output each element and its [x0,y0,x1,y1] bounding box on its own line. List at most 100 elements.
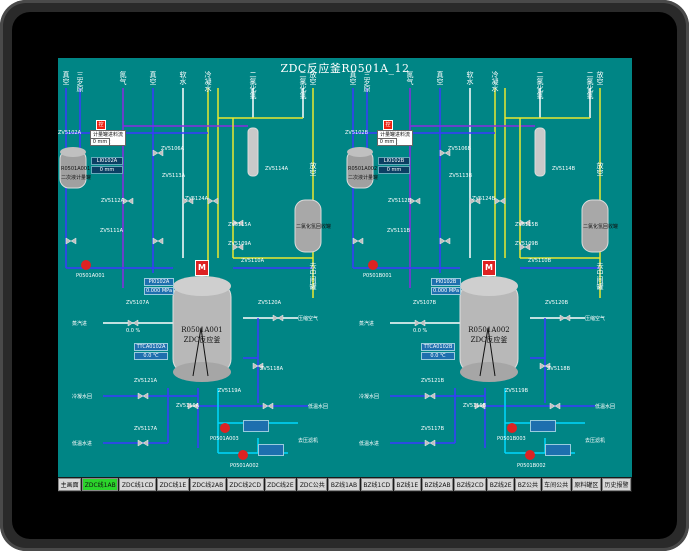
level-indicator-value: 0 mm [378,166,410,174]
pressure-tag: PI0102A [144,278,174,286]
tab-bz-line1-e[interactable]: BZ线1E [393,478,421,491]
tab-zdc-line2-cd[interactable]: ZDC线2CD [226,478,264,491]
valve-zv5110[interactable]: ZV5110A [241,258,264,264]
chilled-water-in-label: 低温水进 [72,441,93,447]
input-label-softwater: 软水 [466,71,474,86]
compressed-air-label: 压缩空气 [298,316,319,322]
temperature-value: 0.0 ℃ [421,352,455,360]
valve-zv5106[interactable]: ZV5106B [448,146,472,152]
pressure-value: 0.000 MPa [144,287,174,295]
valve-zv5116[interactable]: ZV5116A [176,403,199,409]
valve-zv5113[interactable]: ZV5113B [449,173,473,179]
reactor-unit-right: 真空 三岁原 氮气 真空 软水 冷凝水 二氯化氢 二氯化氢 放空 控 计量罐进料… [345,58,632,476]
valve-zv5111[interactable]: ZV5111A [100,228,123,234]
tab-zdc-line2-ab[interactable]: ZDC线2AB [189,478,226,491]
tank1-id: R0501A002 [348,166,378,172]
valve-zv5107[interactable]: ZV5107B [413,300,437,306]
tab-main[interactable]: 主画面 [58,478,82,491]
tab-workshop-common[interactable]: 车间公共 [541,478,571,491]
input-label-vacuum2: 真空 [436,71,444,86]
agitator-motor-icon[interactable]: M [195,260,209,276]
input-label-raw: 三岁原 [363,71,371,93]
flow-value: 0.0 % [126,328,141,334]
input-label-vacuum: 真空 [62,71,70,86]
valve-zv5112[interactable]: ZV5112B [388,198,412,204]
input-label-vacuum: 真空 [349,71,357,86]
temperature-tag: TTCA0102A [134,343,168,351]
tank1-control-button[interactable]: 控 [96,120,106,130]
to-intermediate-tank-label: 去中间罐 [309,262,317,291]
pump3-id: P0501A002 [230,463,259,469]
tab-raw-material-tank-area[interactable]: 原料罐区 [571,478,601,491]
tab-bz-line1-cd[interactable]: BZ线1CD [360,478,393,491]
valve-zv5119[interactable]: ZV5119A [218,388,241,394]
valve-zv5114[interactable]: ZV5114A [265,166,288,172]
valve-zv5113[interactable]: ZV5113A [162,173,185,179]
valve-zv5115[interactable]: ZV5115B [515,222,539,228]
pump3-id: P0501B002 [517,463,546,469]
valve-zv5115[interactable]: ZV5115A [228,222,251,228]
tab-zdc-line2-e[interactable]: ZDC线2E [264,478,297,491]
valve-zv5124[interactable]: ZV5124A [185,196,208,202]
tab-zdc-line1-e[interactable]: ZDC线1E [157,478,189,491]
scada-screen: ZDC反应釜R0501A_12 [58,58,632,492]
valve-zv5114[interactable]: ZV5114B [552,166,576,172]
valve-zv5117[interactable]: ZV5117A [134,426,157,432]
pressure-value: 0.000 MPa [431,287,461,295]
level-indicator-tag: LI0102B [378,157,410,165]
tab-bz-line2-e[interactable]: BZ线2E [487,478,515,491]
valve-zv5119[interactable]: ZV5119B [505,388,529,394]
valve-zv5121[interactable]: ZV5121A [134,378,157,384]
tab-zdc-line1-cd[interactable]: ZDC线1CD [119,478,157,491]
valve-zv5116[interactable]: ZV5116B [463,403,487,409]
valve-zv5111[interactable]: ZV5111B [387,228,411,234]
pump2-status-box [545,444,571,456]
tank1-name: 二次液计量罐 [348,175,379,181]
input-label-condensate: 冷凝水 [204,71,212,93]
tab-zdc-common[interactable]: ZDC公共 [297,478,328,491]
tank1-control-button[interactable]: 控 [383,120,393,130]
input-label-softwater: 软水 [179,71,187,86]
valve-zv5109[interactable]: ZV5109B [515,241,539,247]
valve-zv5124[interactable]: ZV5124B [472,196,496,202]
valve-zv5121[interactable]: ZV5121B [421,378,445,384]
valve-zv5102[interactable]: ZV5102A [58,130,81,136]
receiver-name: 二氯化氢回收罐 [583,224,619,230]
valve-zv5107[interactable]: ZV5107A [126,300,149,306]
tab-bz-line2-cd[interactable]: BZ线2CD [454,478,487,491]
pump2-id: P0501B003 [497,436,526,442]
pump2-status-box [258,444,284,456]
reactor-name: ZDC反应釜 [470,336,508,344]
valve-zv5120[interactable]: ZV5120A [258,300,281,306]
valve-zv5120[interactable]: ZV5120B [545,300,569,306]
input-label-nitrogen: 氮气 [406,71,414,86]
valve-zv5118[interactable]: ZV5118A [260,366,283,372]
tab-alarm-history[interactable]: 历史报警 [601,478,632,491]
vent-label: 放空 [309,162,317,177]
valve-zv5110[interactable]: ZV5110B [528,258,552,264]
temperature-value: 0.0 ℃ [134,352,168,360]
pump1-id: P0501A001 [76,273,105,279]
tab-zdc-line1-ab[interactable]: ZDC线1AB [82,478,119,491]
input-label-nitrogen: 氮气 [119,71,127,86]
tank1-control-value: 0 mm [90,138,110,146]
to-filter-press-label: 去压滤机 [298,438,319,444]
valve-zv5109[interactable]: ZV5109A [228,241,251,247]
input-label-vent: 放空 [596,71,604,86]
steam-in-label: 蒸汽进 [359,321,375,327]
agitator-motor-icon[interactable]: M [482,260,496,276]
input-label-hcl1: 二氯化氢 [536,71,544,100]
valve-zv5118[interactable]: ZV5118B [547,366,571,372]
valve-zv5112[interactable]: ZV5112A [101,198,124,204]
chilled-water-return-label: 低温水回 [308,404,329,410]
valve-zv5106[interactable]: ZV5106A [161,146,184,152]
valve-zv5117[interactable]: ZV5117B [421,426,445,432]
valve-zv5102[interactable]: ZV5102B [345,130,369,136]
tab-bz-line1-ab[interactable]: BZ线1AB [328,478,360,491]
tab-bz-line2-ab[interactable]: BZ线2AB [421,478,454,491]
condensate-return-label: 冷凝水回 [359,394,380,400]
vent-label: 放空 [596,162,604,177]
screen-title: ZDC反应釜R0501A_12 [280,62,410,75]
compressed-air-label: 压缩空气 [585,316,606,322]
tab-bz-common[interactable]: BZ公共 [515,478,541,491]
